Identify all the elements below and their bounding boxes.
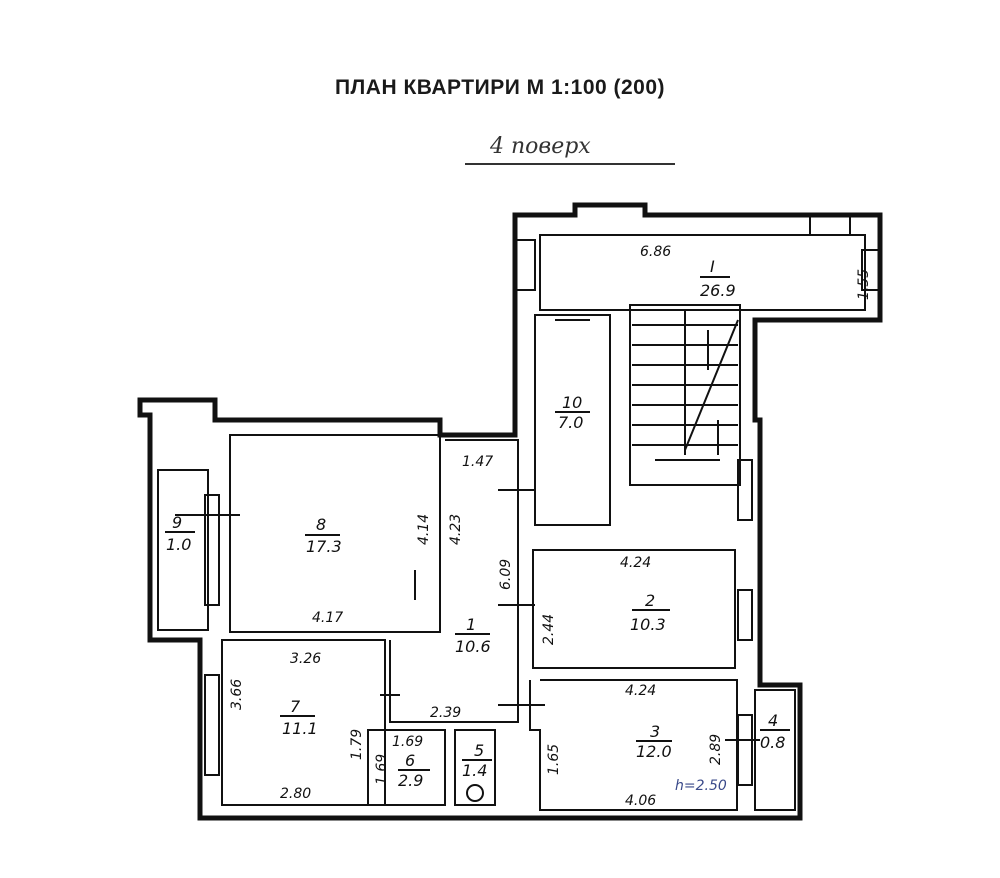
svg-text:10.3: 10.3 (630, 615, 666, 634)
room-6-outline (367, 729, 446, 806)
room-2-outline (532, 549, 736, 669)
svg-text:3: 3 (650, 722, 660, 741)
room-7-outline (221, 639, 386, 806)
room-label-7: 7 11.1 3.26 3.66 2.80 1.79 (229, 651, 365, 802)
walls (137, 202, 883, 821)
svg-text:1.69: 1.69 (392, 734, 423, 750)
svg-text:2.44: 2.44 (541, 614, 557, 645)
svg-text:12.0: 12.0 (636, 742, 672, 761)
svg-text:6: 6 (405, 751, 415, 770)
room-label-2: 4.24 2.44 2 10.3 (541, 555, 670, 645)
svg-text:4: 4 (768, 711, 778, 730)
svg-text:1.65: 1.65 (546, 744, 562, 775)
svg-text:4.14: 4.14 (416, 514, 432, 545)
svg-text:8: 8 (316, 515, 326, 534)
svg-text:3.26: 3.26 (290, 651, 321, 667)
windows (204, 214, 881, 786)
svg-text:3.66: 3.66 (229, 679, 245, 710)
svg-text:2.9: 2.9 (398, 771, 423, 790)
svg-text:26.9: 26.9 (700, 281, 736, 300)
ceiling-height: h=2.50 (675, 778, 727, 794)
svg-text:2: 2 (645, 591, 655, 610)
room-3-outline (529, 679, 738, 811)
svg-text:17.3: 17.3 (306, 537, 342, 556)
room-I-outline (539, 234, 866, 311)
svg-text:10: 10 (562, 393, 582, 412)
room-label-3: 4.24 3 12.0 1.65 2.89 h=2.50 4.06 (546, 683, 727, 809)
doors (175, 319, 760, 802)
room-label-9: 9 1.0 (165, 513, 195, 554)
svg-text:4.17: 4.17 (312, 610, 343, 626)
svg-text:0.8: 0.8 (760, 733, 785, 752)
room-10-outline (534, 314, 611, 526)
svg-text:1.69: 1.69 (374, 754, 390, 785)
room-8-outline (229, 434, 441, 633)
svg-text:6.86: 6.86 (640, 244, 671, 260)
room-label-8: 8 17.3 4.14 4.23 4.17 (305, 514, 464, 626)
svg-text:1.79: 1.79 (349, 729, 365, 760)
room-label-10: 10 7.0 (555, 393, 590, 432)
floor-note-underline (465, 163, 675, 165)
floor-note: 4 поверх (490, 134, 591, 159)
svg-text:I: I (710, 257, 715, 276)
svg-text:1.47: 1.47 (462, 454, 493, 470)
room-9-outline (157, 469, 209, 631)
svg-text:4.23: 4.23 (448, 514, 464, 545)
room-5-outline (454, 729, 496, 806)
room-label-6: 1.69 1.69 6 2.9 (374, 734, 430, 790)
svg-text:11.1: 11.1 (282, 719, 318, 738)
svg-text:1.0: 1.0 (166, 535, 191, 554)
svg-text:5: 5 (474, 741, 484, 760)
svg-text:1: 1 (466, 615, 476, 634)
svg-text:4.24: 4.24 (625, 683, 656, 699)
svg-text:9: 9 (172, 513, 182, 532)
svg-text:4.24: 4.24 (620, 555, 651, 571)
svg-text:4.06: 4.06 (625, 793, 656, 809)
svg-text:2.80: 2.80 (280, 786, 311, 802)
svg-text:1.55: 1.55 (856, 269, 872, 300)
svg-text:10.6: 10.6 (455, 637, 491, 656)
svg-text:2.39: 2.39 (430, 705, 461, 721)
room-label-4: 4 0.8 (760, 711, 790, 752)
room-label-1: 1 10.6 1.47 6.09 2.39 (430, 454, 514, 721)
toilet-icon (466, 784, 484, 802)
staircase (629, 304, 741, 486)
svg-text:1.4: 1.4 (462, 761, 487, 780)
svg-text:2.89: 2.89 (708, 734, 724, 765)
room-4-outline (754, 689, 796, 811)
plan-title: ПЛАН КВАРТИРИ М 1:100 (200) (334, 76, 666, 99)
svg-text:7.0: 7.0 (558, 413, 583, 432)
svg-text:6.09: 6.09 (498, 559, 514, 590)
svg-text:7: 7 (290, 697, 301, 716)
room-label-I: I 26.9 6.86 1.55 (640, 244, 872, 300)
room-label-5: 5 1.4 (462, 741, 492, 780)
